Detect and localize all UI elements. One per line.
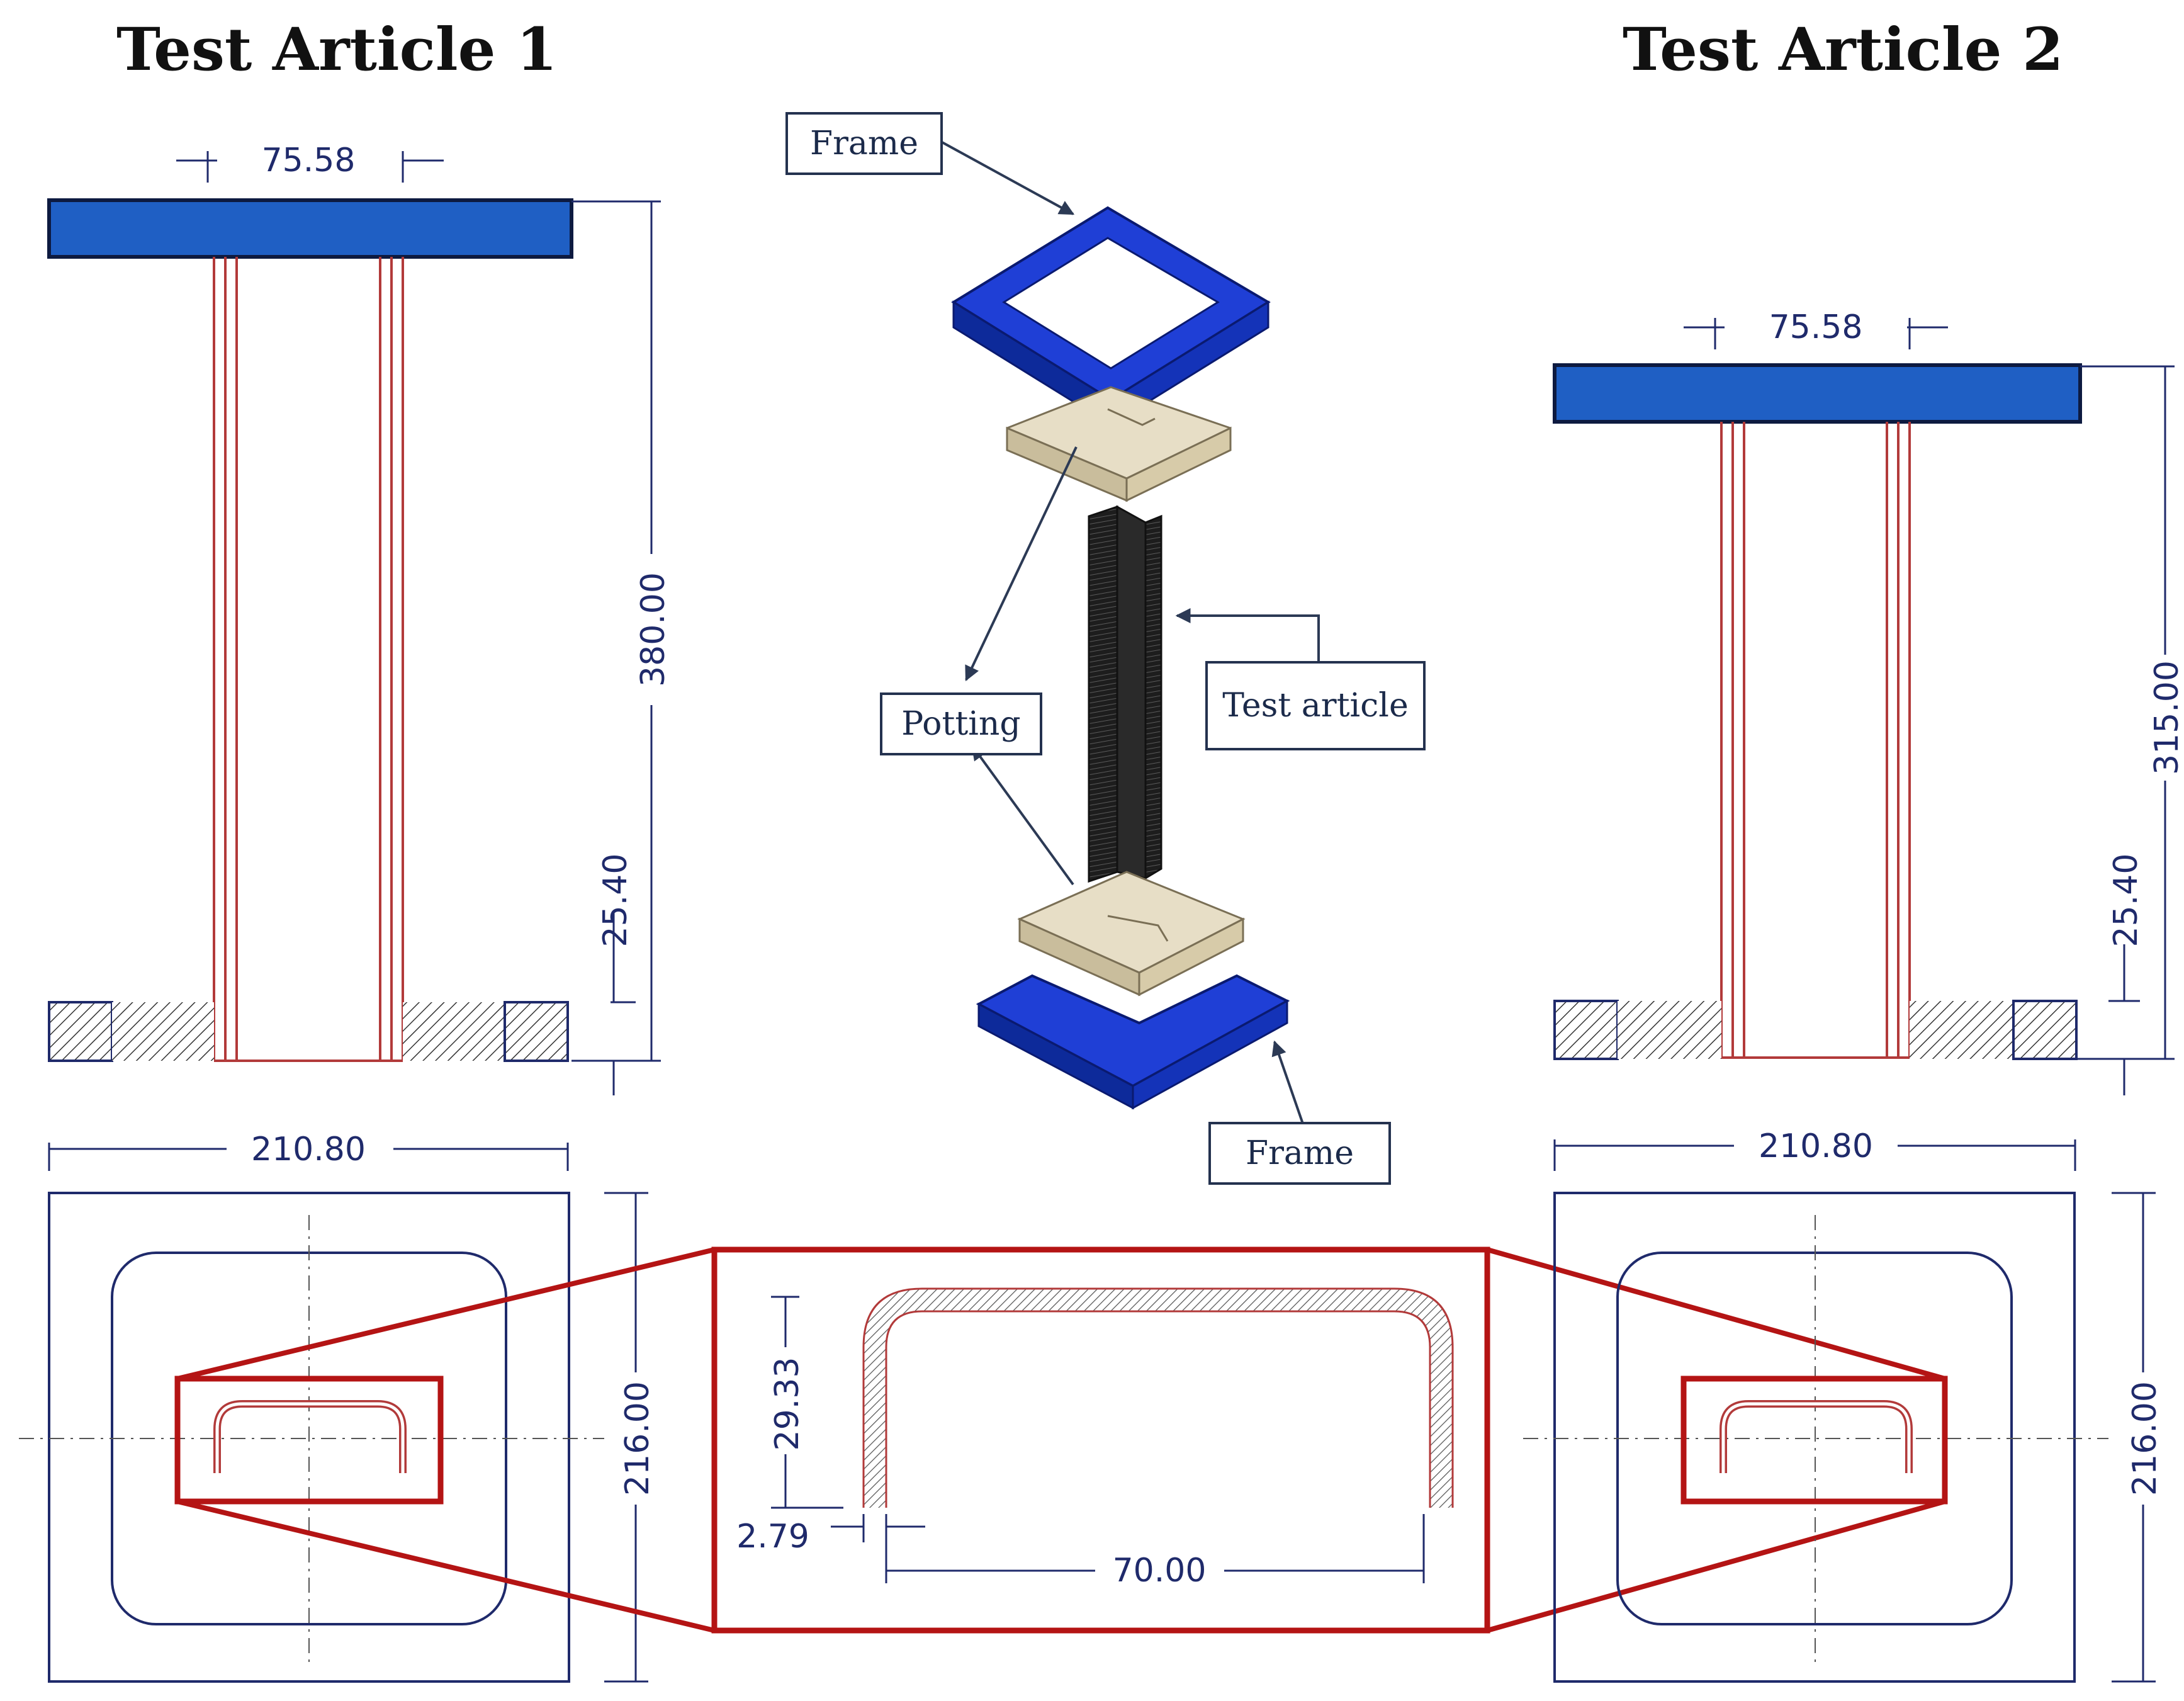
bottom-potting-3d: [1017, 871, 1246, 997]
title-test-article-1: Test Article 1: [116, 15, 558, 84]
dim-line-width-1: [176, 151, 444, 183]
dim-ta2-potting: 25.40: [2107, 854, 2145, 947]
dim-ta1-potting: 25.40: [597, 854, 634, 947]
callout-leaders: [940, 140, 1320, 1124]
channel-webs-1: [213, 257, 404, 1062]
zoom-box-right: [1680, 1376, 1948, 1505]
test-article-2-elevation: 75.58 315.00 25.40 210.80: [1553, 308, 2184, 1171]
exploded-assembly: [940, 140, 1320, 1124]
bottom-frame-3d: [976, 974, 1290, 1110]
base-section-1: [48, 1001, 569, 1062]
callout-frame-top: Frame: [785, 112, 943, 175]
dim-section-thickness: 2.79: [736, 1518, 809, 1556]
dim-section-width: 70.00: [1113, 1552, 1207, 1590]
dim-ta1-base-height: 216.00: [619, 1381, 656, 1496]
callout-potting: Potting: [880, 692, 1042, 755]
top-potting-3d: [1006, 386, 1232, 502]
zoom-connectors: [177, 1247, 1946, 1633]
top-frame-3d: [951, 206, 1271, 427]
dim-ta1-height: 380.00: [634, 572, 672, 687]
dim-line-height-1: [571, 200, 661, 1095]
top-frame-bar-2: [1553, 363, 2082, 424]
section-detail: 29.33 2.79 70.00: [711, 1246, 1490, 1634]
zoom-box-left: [174, 1376, 444, 1505]
dim-ta2-base-width: 210.80: [1759, 1127, 1873, 1165]
dim-line-base-width-1: [48, 1143, 569, 1171]
callout-frame-bottom: Frame: [1208, 1122, 1391, 1185]
dim-ta2-width: 75.58: [1769, 308, 1863, 346]
dim-ta2-height: 315.00: [2148, 660, 2184, 775]
test-article-3d: [1088, 505, 1162, 883]
test-article-2-plan: 216.00: [1523, 1192, 2164, 1683]
dim-ta1-base-width: 210.80: [251, 1131, 366, 1168]
callout-test-article: Test article: [1205, 661, 1426, 750]
test-article-1-plan: 216.00: [19, 1192, 656, 1683]
dim-ta2-base-height: 216.00: [2126, 1381, 2164, 1496]
dim-ta1-width: 75.58: [262, 142, 356, 179]
dim-section-depth: 29.33: [768, 1357, 806, 1451]
top-frame-bar-1: [47, 198, 573, 259]
test-article-1-elevation: 75.58 380.00 25.40 210.80: [47, 142, 672, 1171]
title-test-article-2: Test Article 2: [1623, 15, 2064, 84]
